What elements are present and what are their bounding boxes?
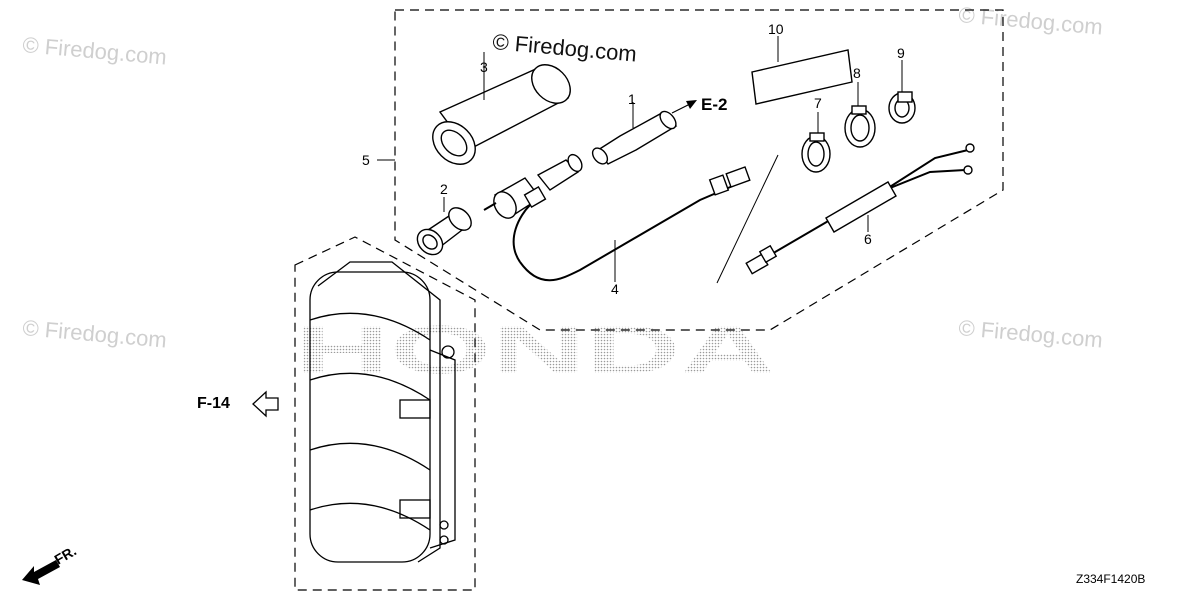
part-3-sleeve <box>432 52 571 165</box>
f14-reference: F-14 <box>197 390 279 418</box>
watermark-mid-right: © Firedog.com <box>958 315 1104 353</box>
callout-numbers: 1 2 3 4 5 6 7 8 9 10 <box>362 21 905 297</box>
callout-5: 5 <box>362 152 370 168</box>
front-indicator: FR. <box>22 542 79 585</box>
part-10-label <box>751 36 853 105</box>
watermark-top-right: © Firedog.com <box>958 2 1104 40</box>
callout-1: 1 <box>628 91 636 107</box>
callout-10: 10 <box>768 21 784 37</box>
callout-4: 4 <box>611 281 619 297</box>
front-arrow <box>22 560 60 585</box>
diagram-code: Z334F1420B <box>1076 572 1145 586</box>
f14-arrow <box>252 390 279 418</box>
harness-outline <box>716 154 779 284</box>
e2-label: E-2 <box>701 95 727 114</box>
brand-watermark: HONDA <box>295 312 775 388</box>
part-9-clamp <box>888 60 916 124</box>
callout-7: 7 <box>814 95 822 111</box>
e2-reference: E-2 <box>671 95 727 114</box>
part-1-hose <box>591 102 678 165</box>
f14-label: F-14 <box>197 395 230 412</box>
callout-9: 9 <box>897 45 905 61</box>
part-4-sensor <box>483 153 751 282</box>
part-2-sleeve <box>416 197 472 256</box>
part-6-harness <box>745 143 975 275</box>
callout-2: 2 <box>440 181 448 197</box>
watermark-top-left: © Firedog.com <box>22 32 168 70</box>
part-8-clamp <box>844 82 876 148</box>
tank-boundary <box>294 236 476 591</box>
firedog-watermark: © Firedog.com <box>492 29 638 67</box>
callout-3: 3 <box>480 59 488 75</box>
watermark-mid-left: © Firedog.com <box>22 315 168 353</box>
kit-boundary <box>394 9 1004 331</box>
fuel-tank <box>309 261 456 563</box>
callout-6: 6 <box>864 231 872 247</box>
part-7-clamp <box>801 112 831 173</box>
callout-8: 8 <box>853 65 861 81</box>
